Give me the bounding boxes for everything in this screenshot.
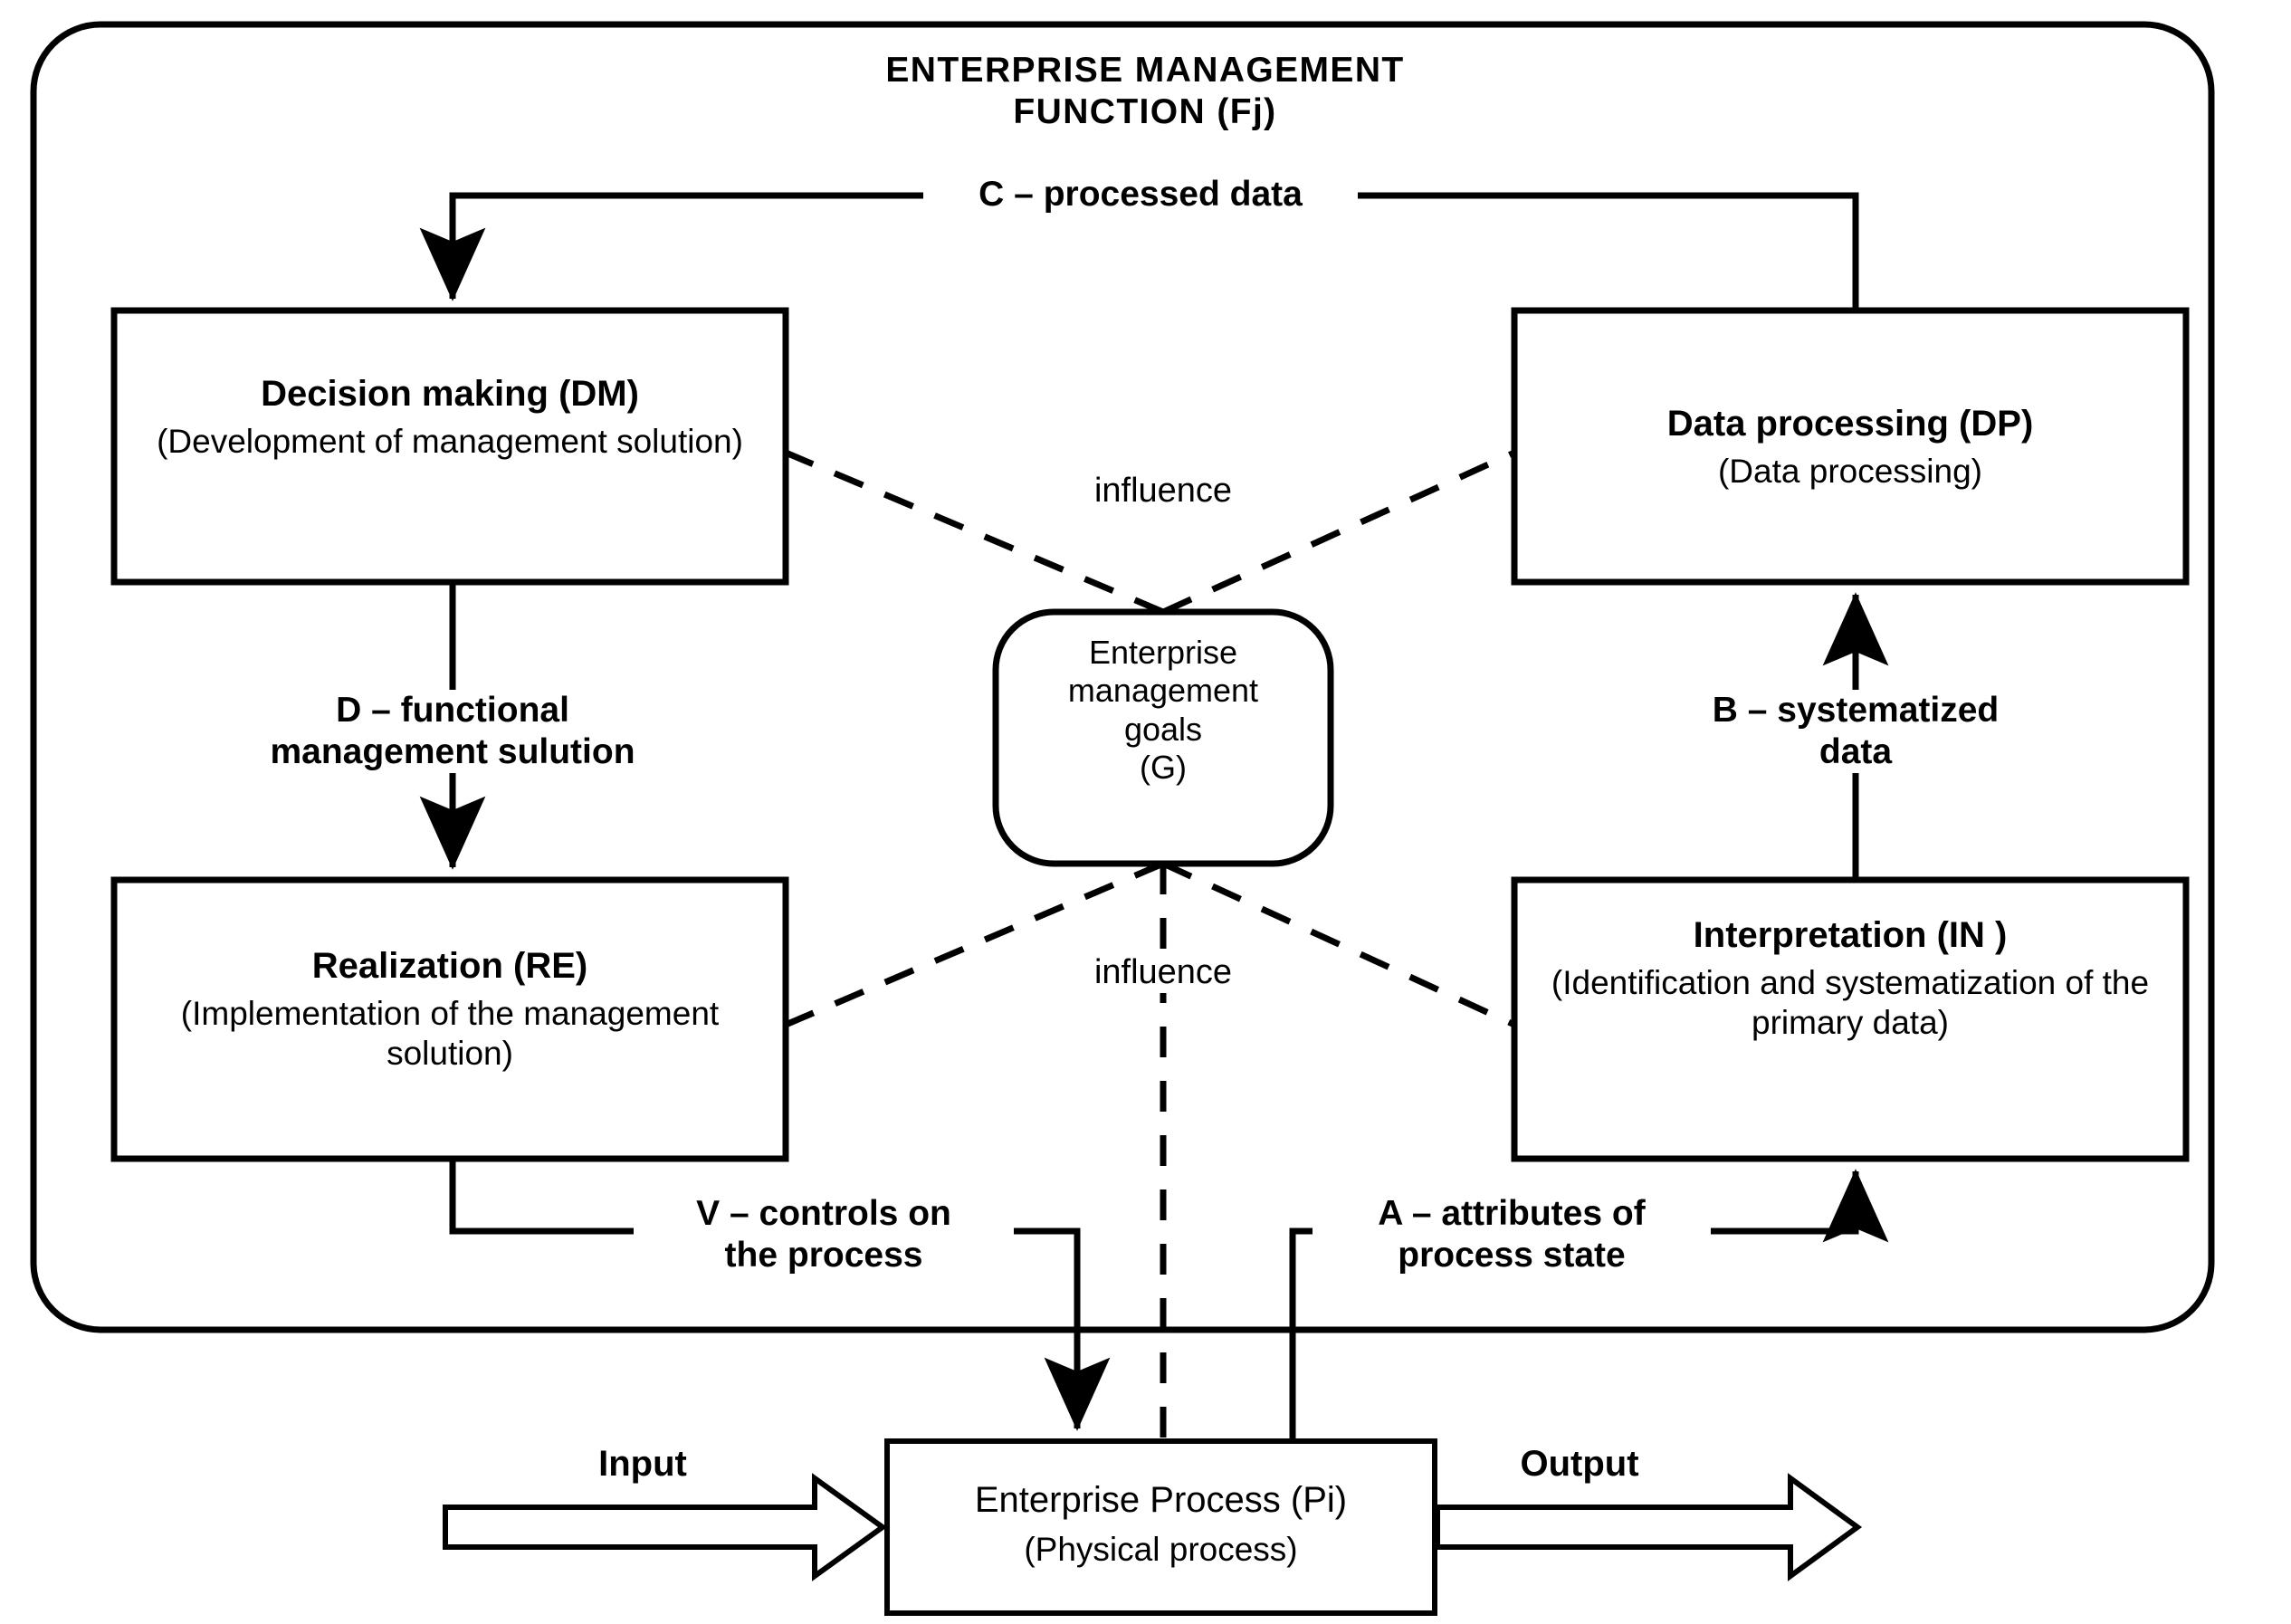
realization-subtitle: (Implementation of the management soluti… [180,995,720,1072]
influence-goals-to-decision-making-line [784,449,1165,616]
enterprise-process-subtitle: (Physical process) [1024,1531,1298,1568]
input-label: Input [598,1444,687,1484]
enterprise-process-box-shape [884,1438,1437,1616]
influence-label-bottom: influence [1027,952,1299,993]
interpretation-box-shape [1511,876,2190,1162]
output-block-arrow-shape [1435,1473,1863,1581]
edge-label-v-controls: V – controls on the process [634,1193,1014,1277]
influence-goals-to-data-processing-line [1161,449,1516,616]
influence-goals-to-realization-line [784,860,1165,1028]
diagram-title-line2: FUNCTION (Fj) [1013,92,1277,132]
diagram-title-line1: ENTERPRISE MANAGEMENT [885,51,1405,90]
interpretation-subtitle: (Identification and systematization of t… [1551,964,2150,1041]
influence-label-top: influence [1027,471,1299,511]
influence-goals-to-interpretation-line [1161,860,1516,1028]
interpretation-title: Interpretation (IN ) [1693,915,2008,955]
enterprise-management-goals-text: Enterprise management goals (G) [1067,634,1259,787]
edge-label-c-processed-data: C – processed data [923,174,1358,216]
realization-box-shape [110,876,789,1162]
decision-making-subtitle: (Development of management solution) [157,423,743,460]
decision-making-box-shape [110,307,789,586]
input-block-arrow-shape [443,1473,888,1581]
edge-label-b-systematized: B – systematized data [1620,690,2091,774]
enterprise-process-title: Enterprise Process (Pi) [974,1480,1348,1520]
output-label: Output [1520,1444,1639,1484]
decision-making-title: Decision making (DM) [261,374,639,414]
edge-label-a-attributes: A – attributes of process state [1313,1193,1711,1277]
data-processing-title: Data processing (DP) [1666,404,2034,444]
edge-label-d-functional: D – functional management sulution [167,690,738,774]
realization-title: Realization (RE) [311,946,588,986]
data-processing-subtitle: (Data processing) [1717,453,1982,490]
data-processing-box-shape [1511,307,2190,586]
